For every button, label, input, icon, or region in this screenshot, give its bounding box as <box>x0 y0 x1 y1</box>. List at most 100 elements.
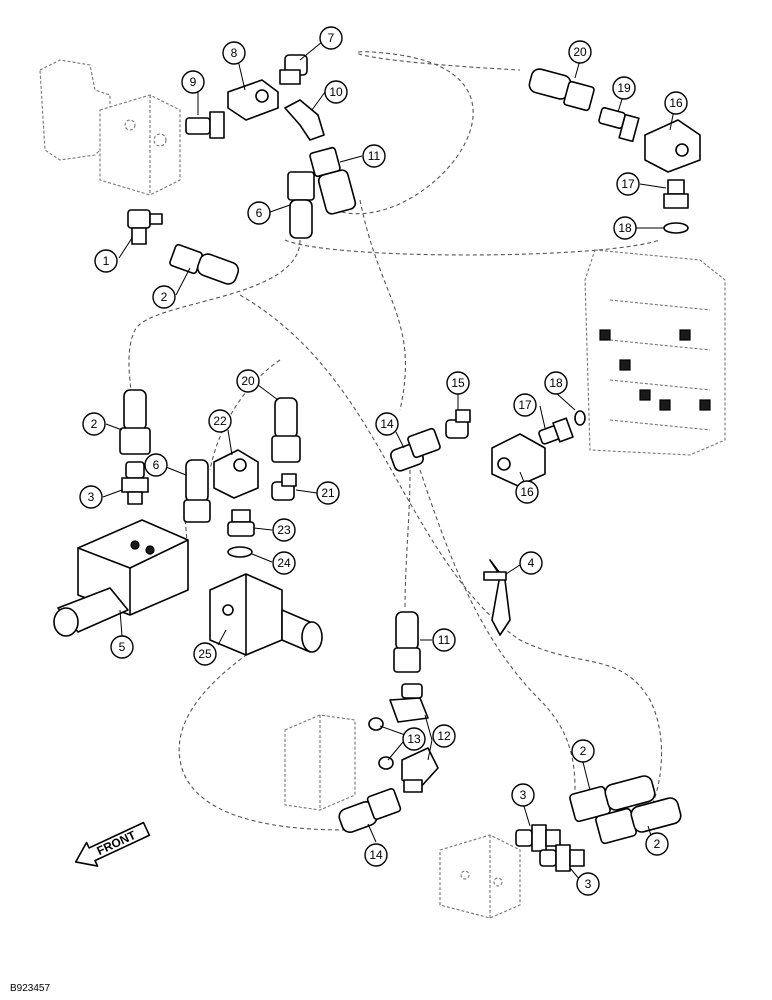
svg-text:3: 3 <box>88 490 95 504</box>
adapter-17-mid <box>538 417 574 445</box>
o-ring-18-mid <box>574 410 586 426</box>
callout-17: 17 <box>616 172 640 196</box>
hose-assembly-14-mid <box>390 427 441 472</box>
callout-14: 14 <box>375 412 399 436</box>
o-ring-24 <box>227 546 253 558</box>
hose-assembly-6-lower <box>183 459 211 523</box>
svg-text:8: 8 <box>231 46 238 60</box>
svg-text:14: 14 <box>369 848 383 862</box>
callout-24: 24 <box>272 551 296 575</box>
callout-6: 6 <box>247 201 271 225</box>
callout-7: 7 <box>319 26 343 50</box>
elbow-fitting-12-upper <box>389 683 429 723</box>
callout-2: 2 <box>82 412 106 436</box>
elbow-fitting-12-lower <box>401 747 439 793</box>
callout-13: 13 <box>402 727 426 751</box>
callout-23: 23 <box>272 518 296 542</box>
svg-text:16: 16 <box>520 485 534 499</box>
svg-text:1: 1 <box>103 254 110 268</box>
svg-text:21: 21 <box>321 486 335 500</box>
elbow-fitting-15 <box>445 409 471 439</box>
svg-text:20: 20 <box>241 374 255 388</box>
callout-3: 3 <box>511 783 535 807</box>
svg-text:12: 12 <box>437 729 451 743</box>
hose-assembly-6-upper <box>287 171 315 239</box>
callout-3: 3 <box>79 485 103 509</box>
callout-20: 20 <box>236 369 260 393</box>
callout-15: 15 <box>446 371 470 395</box>
tee-fitting-16-upper <box>644 119 701 173</box>
callout-14: 14 <box>364 843 388 867</box>
callout-21: 21 <box>316 481 340 505</box>
svg-text:10: 10 <box>329 85 343 99</box>
ghost-valve-block-lower-right <box>439 834 521 919</box>
svg-text:3: 3 <box>585 877 592 891</box>
callout-6: 6 <box>144 453 168 477</box>
ghost-valve-block-lower-left <box>284 714 356 811</box>
adapter-3-lower-b <box>539 844 585 872</box>
svg-text:18: 18 <box>549 376 563 390</box>
adapter-3-lower-a <box>515 824 561 852</box>
svg-text:17: 17 <box>518 398 532 412</box>
svg-text:11: 11 <box>368 149 381 163</box>
hose-assembly-20-upper <box>528 68 595 112</box>
hose-assembly-14-lower <box>338 787 402 833</box>
svg-text:6: 6 <box>256 206 263 220</box>
svg-text:17: 17 <box>621 177 635 191</box>
tee-fitting-8 <box>227 79 279 121</box>
callout-5: 5 <box>110 635 134 659</box>
callout-4: 4 <box>519 551 543 575</box>
svg-text:14: 14 <box>380 417 394 431</box>
svg-text:3: 3 <box>520 788 527 802</box>
svg-text:18: 18 <box>618 221 632 235</box>
svg-text:6: 6 <box>153 458 160 472</box>
o-ring-13-lower <box>378 756 394 770</box>
ghost-filter-assembly <box>39 59 181 196</box>
svg-text:22: 22 <box>213 414 227 428</box>
svg-text:4: 4 <box>528 556 535 570</box>
hose-assembly-2-upper <box>169 243 240 285</box>
adapter-3-left <box>121 461 149 505</box>
elbow-fitting-7 <box>279 54 308 85</box>
tee-fitting-22 <box>213 449 259 499</box>
o-ring-13-upper <box>368 717 384 731</box>
callout-10: 10 <box>324 80 348 104</box>
elbow-fitting-21 <box>271 473 297 501</box>
leader-lines <box>102 41 675 881</box>
callout-12: 12 <box>432 724 456 748</box>
svg-text:23: 23 <box>277 523 291 537</box>
svg-text:15: 15 <box>451 376 465 390</box>
svg-text:16: 16 <box>669 96 683 110</box>
callout-18: 18 <box>613 216 637 240</box>
hose-assembly-2-lower-a <box>569 775 656 823</box>
svg-text:20: 20 <box>573 45 587 59</box>
callout-18: 18 <box>544 371 568 395</box>
callout-17: 17 <box>513 393 537 417</box>
callout-22: 22 <box>208 409 232 433</box>
svg-text:13: 13 <box>407 732 421 746</box>
callout-19: 19 <box>612 76 636 100</box>
svg-text:2: 2 <box>580 744 587 758</box>
adapter-23 <box>227 509 255 537</box>
svg-text:2: 2 <box>161 290 168 304</box>
valve-block-5 <box>53 519 189 637</box>
svg-text:11: 11 <box>438 633 451 647</box>
tee-fitting-16-mid <box>491 433 546 487</box>
hose-assembly-11-lower <box>393 611 421 673</box>
svg-text:2: 2 <box>654 837 661 851</box>
adapter-19 <box>598 107 640 143</box>
svg-text:9: 9 <box>190 75 197 89</box>
swivel-elbow-fitting-1 <box>127 209 163 245</box>
callout-2: 2 <box>571 739 595 763</box>
callout-16: 16 <box>515 480 539 504</box>
callout-20: 20 <box>568 40 592 64</box>
valve-block-25 <box>209 573 323 656</box>
elbow-fitting-10 <box>284 99 325 141</box>
svg-text:5: 5 <box>119 640 126 654</box>
callout-8: 8 <box>222 41 246 65</box>
svg-text:7: 7 <box>328 31 335 45</box>
callout-1: 1 <box>94 249 118 273</box>
svg-text:19: 19 <box>617 81 631 95</box>
callouts: 1 2 2 2 2 3 3 3 4 5 6 6 7 8 9 10 11 11 1… <box>79 26 688 896</box>
